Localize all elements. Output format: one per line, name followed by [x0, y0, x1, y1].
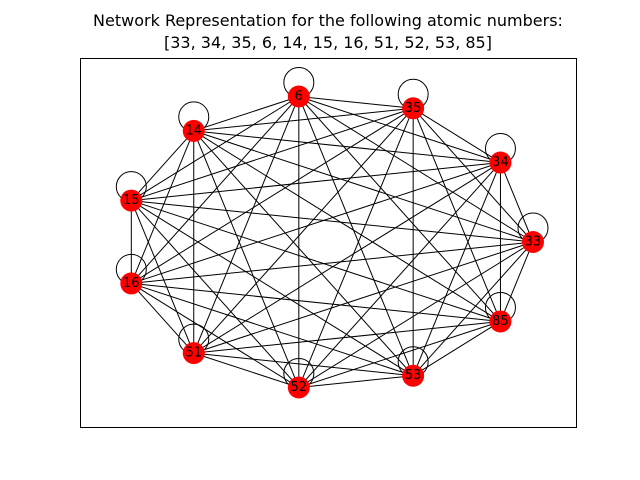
edge-15-53 [131, 200, 414, 377]
node-34: 34 [489, 151, 512, 174]
edge-34-51 [193, 162, 501, 354]
node-label: 34 [492, 155, 509, 170]
edge-35-51 [193, 107, 414, 354]
edge-34-15 [131, 162, 501, 202]
node-15: 15 [120, 189, 143, 212]
edge-33-53 [412, 241, 534, 377]
edge-33-16 [131, 241, 534, 284]
node-circle [182, 119, 205, 142]
edge-35-6 [298, 95, 414, 109]
title-line-1: Network Representation for the following… [93, 11, 563, 30]
edge-6-16 [130, 96, 300, 284]
node-6: 6 [287, 85, 310, 108]
chart-title: Network Representation for the following… [0, 10, 640, 54]
edge-6-53 [298, 96, 414, 376]
node-circle [402, 364, 425, 387]
edge-33-34 [499, 162, 534, 243]
edge-34-52 [298, 162, 501, 388]
edge-33-15 [131, 200, 534, 243]
edge-15-85 [131, 200, 501, 322]
edge-52-53 [298, 375, 414, 389]
title-line-2: [33, 34, 35, 6, 14, 15, 16, 51, 52, 53, … [164, 33, 492, 52]
edge-34-6 [298, 96, 501, 164]
edge-35-52 [298, 108, 414, 388]
node-16: 16 [120, 272, 143, 295]
node-circle [287, 85, 310, 108]
node-label: 51 [185, 346, 202, 361]
node-label: 15 [123, 193, 140, 208]
edge-14-52 [193, 130, 300, 388]
edge-51-85 [193, 320, 501, 354]
edge-35-14 [193, 107, 414, 132]
node-35: 35 [402, 97, 425, 120]
node-label: 33 [525, 235, 542, 250]
node-53: 53 [402, 364, 425, 387]
node-label: 53 [405, 368, 422, 383]
edge-16-85 [131, 282, 501, 322]
node-label: 52 [291, 380, 308, 395]
node-circle [402, 97, 425, 120]
node-circle [287, 376, 310, 399]
edge-16-51 [130, 283, 195, 354]
node-circle [120, 272, 143, 295]
edge-16-53 [131, 282, 414, 377]
edge-14-15 [130, 130, 195, 201]
node-label: 16 [123, 276, 140, 291]
edge-35-85 [412, 108, 501, 322]
node-85: 85 [489, 310, 512, 333]
edge-14-85 [193, 130, 501, 322]
node-label: 6 [295, 89, 303, 104]
edge-33-14 [193, 130, 534, 243]
node-51: 51 [182, 342, 205, 365]
node-label: 35 [405, 101, 422, 116]
edge-34-53 [412, 162, 501, 376]
edge-33-35 [412, 107, 534, 243]
node-circle [489, 310, 512, 333]
edge-33-85 [499, 241, 534, 322]
node-52: 52 [287, 376, 310, 399]
node-14: 14 [182, 119, 205, 142]
edge-51-53 [193, 352, 414, 377]
edge-14-53 [193, 130, 414, 377]
plot-frame [80, 58, 577, 428]
node-label: 85 [492, 314, 509, 329]
node-label: 14 [185, 123, 202, 138]
edges-layer [130, 95, 534, 389]
edge-35-16 [131, 107, 414, 284]
edge-6-85 [298, 96, 501, 322]
edge-34-16 [131, 162, 501, 284]
edge-15-52 [130, 200, 300, 388]
edge-51-52 [193, 352, 299, 388]
nodes-layer: 33 34 35 6 14 15 16 51 52 53 85 [120, 85, 544, 399]
edge-33-52 [298, 241, 534, 388]
edge-34-14 [193, 130, 501, 164]
edge-35-15 [131, 107, 414, 202]
node-circle [182, 342, 205, 365]
edge-33-6 [298, 96, 534, 243]
edge-6-51 [193, 96, 300, 354]
edge-33-51 [193, 241, 534, 354]
edge-6-15 [131, 96, 300, 202]
node-circle [489, 151, 512, 174]
edge-16-52 [131, 282, 300, 388]
node-33: 33 [522, 231, 544, 253]
node-circle [522, 231, 544, 253]
node-circle [120, 189, 143, 212]
edge-6-14 [193, 96, 299, 132]
